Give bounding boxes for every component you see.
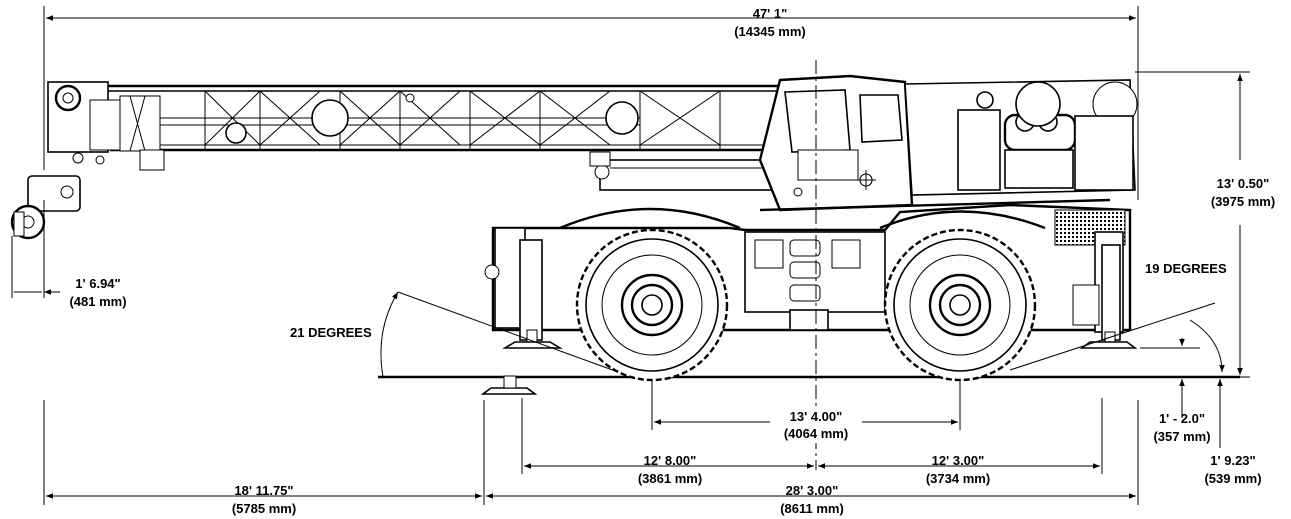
- height-metric: (3975 mm): [1211, 194, 1275, 209]
- rear-outrigger-span-imperial: 12' 3.00": [932, 453, 985, 468]
- height-imperial: 13' 0.50": [1217, 176, 1270, 191]
- overall-length-metric: (14345 mm): [734, 24, 806, 39]
- crane-illustration: [10, 60, 1240, 470]
- wheelbase-metric: (4064 mm): [784, 426, 848, 441]
- front-overhang-imperial: 18' 11.75": [234, 483, 293, 498]
- ground-clearance-imperial: 1' - 2.0": [1159, 411, 1205, 426]
- dimension-labels: 47' 1" (14345 mm) 13' 0.50" (3975 mm) 1'…: [69, 6, 1286, 516]
- front-overhang-metric: (5785 mm): [232, 501, 296, 516]
- wheelbase-imperial: 13' 4.00": [790, 409, 843, 424]
- carrier-length-label: 28' 3.00" (8611 mm): [780, 483, 844, 516]
- front-wheel: [575, 228, 729, 382]
- carrier-length-imperial: 28' 3.00": [786, 483, 839, 498]
- rear-angle-label: 19 DEGREES: [1145, 261, 1227, 276]
- outrigger-pad-height-label: 1' 9.23" (539 mm): [1204, 453, 1261, 486]
- overall-length-label: 47' 1" (14345 mm): [734, 6, 806, 39]
- front-outrigger: [480, 227, 563, 395]
- telescopic-boom: [10, 81, 786, 240]
- front-outrigger-span-imperial: 12' 8.00": [644, 453, 697, 468]
- rear-outrigger-span-label: 12' 3.00" (3734 mm): [926, 453, 990, 486]
- ground-clearance-label: 1' - 2.0" (357 mm): [1153, 411, 1210, 444]
- superstructure: [759, 79, 1138, 212]
- rear-wheel: [883, 228, 1037, 382]
- carrier-length-metric: (8611 mm): [780, 501, 844, 516]
- dimension-lines: [11, 6, 1250, 505]
- rear-outrigger: [1072, 231, 1138, 349]
- boom-overhang-imperial: 1' 6.94": [75, 276, 120, 291]
- front-outrigger-span-label: 12' 8.00" (3861 mm): [638, 453, 702, 486]
- wheelbase-label: 13' 4.00" (4064 mm): [770, 407, 862, 443]
- overall-length-imperial: 47' 1": [753, 6, 788, 21]
- front-outrigger-span-metric: (3861 mm): [638, 471, 702, 486]
- outrigger-pad-height-imperial: 1' 9.23": [1210, 453, 1255, 468]
- height-label: 13' 0.50" (3975 mm): [1200, 168, 1286, 214]
- pivot-mark: [856, 170, 876, 190]
- outrigger-pad-height-metric: (539 mm): [1204, 471, 1261, 486]
- boom-overhang-label: 1' 6.94" (481 mm): [69, 276, 126, 309]
- boom-overhang-metric: (481 mm): [69, 294, 126, 309]
- front-angle-label: 21 DEGREES: [290, 325, 372, 340]
- front-overhang-label: 18' 11.75" (5785 mm): [232, 483, 296, 516]
- ground-clearance-metric: (357 mm): [1153, 429, 1210, 444]
- rear-outrigger-span-metric: (3734 mm): [926, 471, 990, 486]
